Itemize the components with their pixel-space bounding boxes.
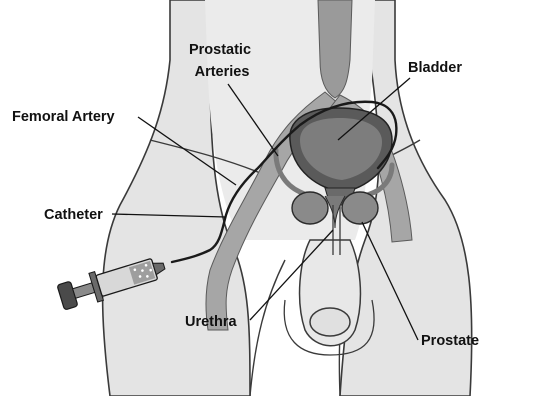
prostate-left-lobe [292, 192, 328, 224]
label-femoral-artery: Femoral Artery [12, 109, 115, 125]
label-bladder: Bladder [408, 60, 462, 76]
prostate-right-lobe [342, 192, 378, 224]
glans [310, 308, 350, 336]
left-thigh-inner [250, 260, 285, 396]
syringe-plunger-rod [73, 283, 95, 298]
label-urethra: Urethra [185, 314, 238, 330]
label-catheter: Catheter [44, 207, 103, 223]
label-prostate: Prostate [421, 333, 479, 349]
label-prostatic-arteries-line1: Prostatic [189, 42, 251, 58]
label-prostatic-arteries-line2: Arteries [195, 64, 250, 80]
